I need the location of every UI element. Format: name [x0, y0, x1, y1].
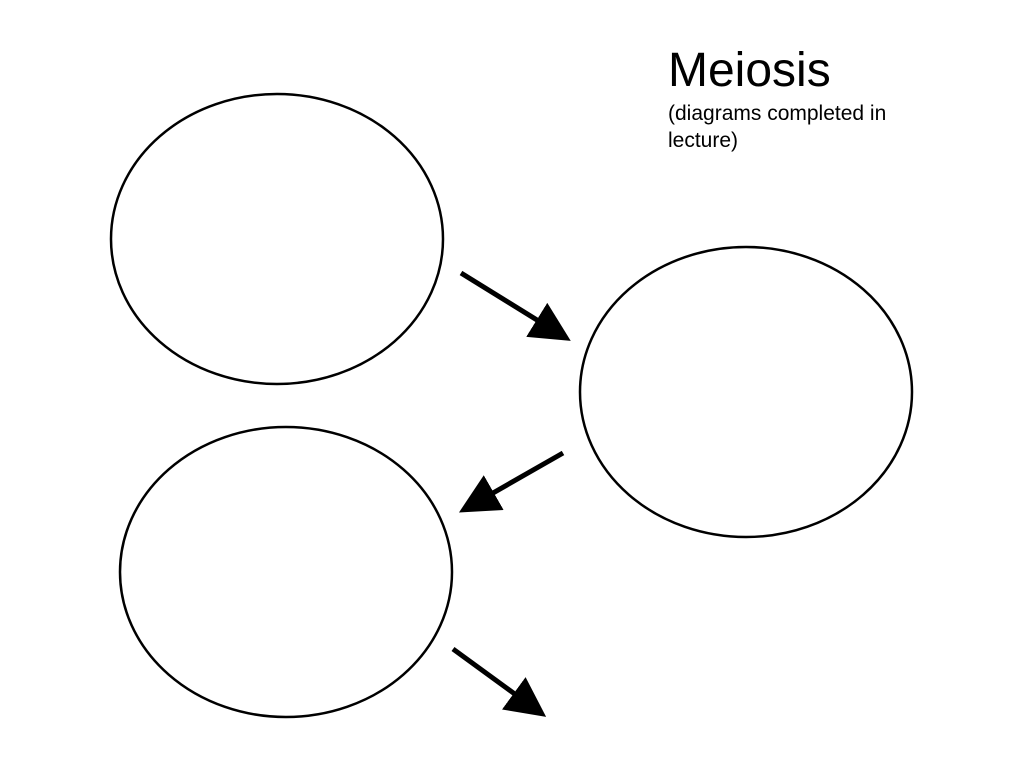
title-block: Meiosis (diagrams completed in lecture) — [668, 44, 998, 154]
slide-subtitle: (diagrams completed in lecture) — [668, 102, 887, 152]
arrow-2 — [458, 450, 565, 513]
arrow-1 — [459, 270, 571, 341]
arrow-3 — [451, 646, 547, 717]
cell-2-circle — [578, 245, 914, 539]
cell-1-circle — [109, 92, 445, 386]
cell-3-circle — [118, 425, 454, 719]
slide-title: Meiosis — [668, 44, 831, 97]
